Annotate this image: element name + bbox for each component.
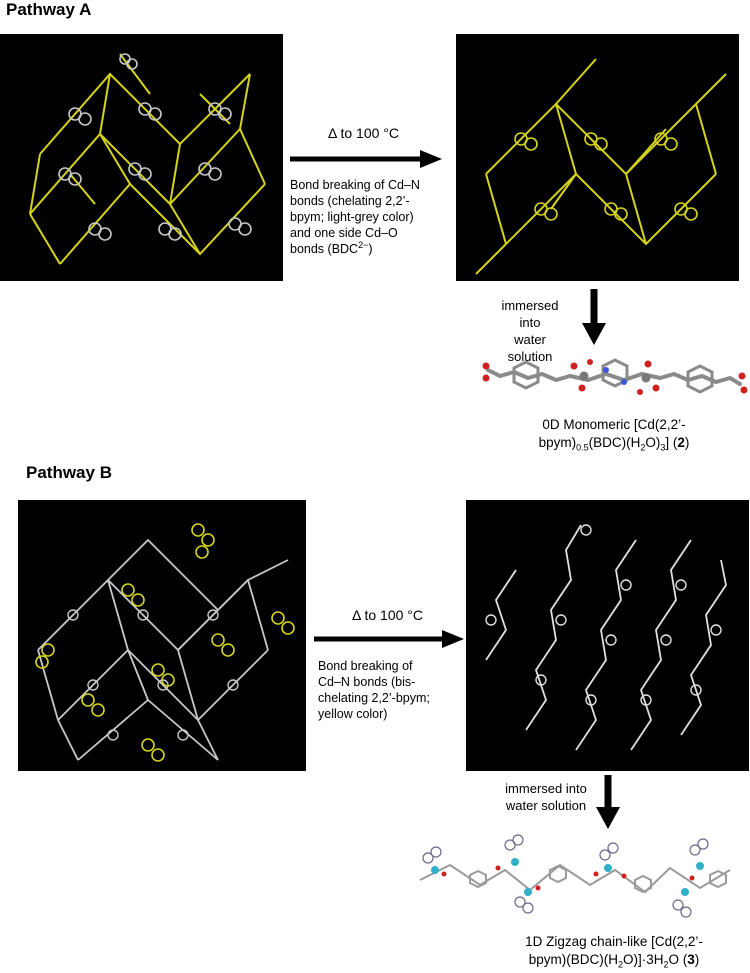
pathway-a-product-l2-sub3: 3 xyxy=(660,442,666,453)
pathway-a-structure-before xyxy=(0,34,283,281)
pathway-a-product-l2a: bpym) xyxy=(538,435,577,450)
pathway-a-before-crystal-image xyxy=(29,53,266,265)
pathway-b-immersion-line2: water solution xyxy=(505,798,587,813)
pathway-b-heating-arrow xyxy=(314,628,464,650)
pathway-b-product-l2b: O)]·3H xyxy=(622,952,664,967)
pathway-a-monomer-molecule xyxy=(478,352,750,400)
pathway-a-product-l2e: ) xyxy=(684,435,690,450)
pathway-a-product-l2d: ] ( xyxy=(665,435,678,450)
pathway-a-condition: Δ to 100 °C xyxy=(328,125,399,141)
pathway-b-immersion-line1: immersed into xyxy=(505,781,587,796)
pathway-b-structure-before xyxy=(18,500,306,771)
pathway-a-desc-line5-sup: 2− xyxy=(358,239,369,250)
pathway-a-immersion-line1: immersed into xyxy=(501,298,559,330)
pathway-a-bond-breaking-description: Bond breaking of Cd–N bonds (chelating 2… xyxy=(290,177,448,257)
pathway-a-heading: Pathway A xyxy=(6,0,92,19)
pathway-b-immersion-text: immersed into water solution xyxy=(502,780,590,814)
pathway-b-product-l2c: O ( xyxy=(668,952,688,967)
pathway-b-immersion-arrow xyxy=(593,775,623,829)
pathway-b-desc-line3: chelating 2,2’-bpym; xyxy=(318,691,430,705)
pathway-a-product-l2c: O) xyxy=(645,435,661,450)
pathway-b-structure-after xyxy=(466,500,749,771)
pathway-a-desc-line1: Bond breaking of Cd–N xyxy=(290,178,420,192)
pathway-b-product-line1: 1D Zigzag chain-like [Cd(2,2’- xyxy=(525,934,703,949)
pathway-b-product-l2a: bpym)(BDC)(H xyxy=(528,952,618,967)
pathway-a-after-crystal-image xyxy=(475,58,727,275)
pathway-b-after-crystal-image xyxy=(485,524,727,751)
pathway-b-product-line2: bpym)(BDC)(H2O)]·3H2O (3) xyxy=(478,951,750,969)
pathway-b-zigzag-chain-molecule xyxy=(410,830,750,920)
pathway-b-product-caption: 1D Zigzag chain-like [Cd(2,2’- bpym)(BDC… xyxy=(478,933,750,969)
pathway-a-desc-line5: bonds (BDC2−) xyxy=(290,239,448,257)
pathway-b-product-compound-number: 3 xyxy=(687,952,695,967)
pathway-a-desc-line5-pre: bonds (BDC xyxy=(290,242,359,256)
pathway-a-immersion-arrow xyxy=(579,289,609,345)
pathway-a-product-line2: bpym)0.5(BDC)(H2O)3] (2) xyxy=(478,434,750,452)
pathway-b-product-l2-sub2: 2 xyxy=(663,959,669,970)
pathway-a-immersion-text: immersed into water solution xyxy=(490,297,570,365)
pathway-b-bond-breaking-description: Bond breaking of Cd–N bonds (bis- chelat… xyxy=(318,658,453,722)
pathway-a-structure-after xyxy=(456,34,739,281)
pathway-a-immersion-line2: water solution xyxy=(507,332,553,364)
pathway-a-desc-line2: bonds (chelating 2,2’- xyxy=(290,194,410,208)
pathway-a-product-l2-sub2: 2 xyxy=(640,442,646,453)
pathway-b-heading: Pathway B xyxy=(26,463,112,482)
pathway-b-before-crystal-image xyxy=(35,523,295,762)
pathway-a-desc-line5-post: ) xyxy=(368,242,373,256)
pathway-a-desc-line4: and one side Cd–O xyxy=(290,226,398,240)
pathway-b-product-l2-sub1: 2 xyxy=(617,959,623,970)
pathway-a-product-caption: 0D Monomeric [Cd(2,2’- bpym)0.5(BDC)(H2O… xyxy=(478,416,750,452)
pathway-a-product-l2b: (BDC)(H xyxy=(588,435,641,450)
pathway-a-product-line1: 0D Monomeric [Cd(2,2’- xyxy=(542,417,686,432)
pathway-b-condition: Δ to 100 °C xyxy=(352,607,423,623)
pathway-b-desc-line4: yellow color) xyxy=(318,707,388,721)
pathway-b-desc-line1: Bond breaking of xyxy=(318,659,413,673)
pathway-b-desc-line2: Cd–N bonds (bis- xyxy=(318,675,416,689)
pathway-a-desc-line3: bpym; light-grey color) xyxy=(290,210,414,224)
pathway-a-product-compound-number: 2 xyxy=(677,435,685,450)
pathway-a-product-l2-sub1: 0.5 xyxy=(576,442,589,453)
pathway-b-product-l2d: ) xyxy=(694,952,700,967)
pathway-a-heating-arrow xyxy=(290,148,442,170)
